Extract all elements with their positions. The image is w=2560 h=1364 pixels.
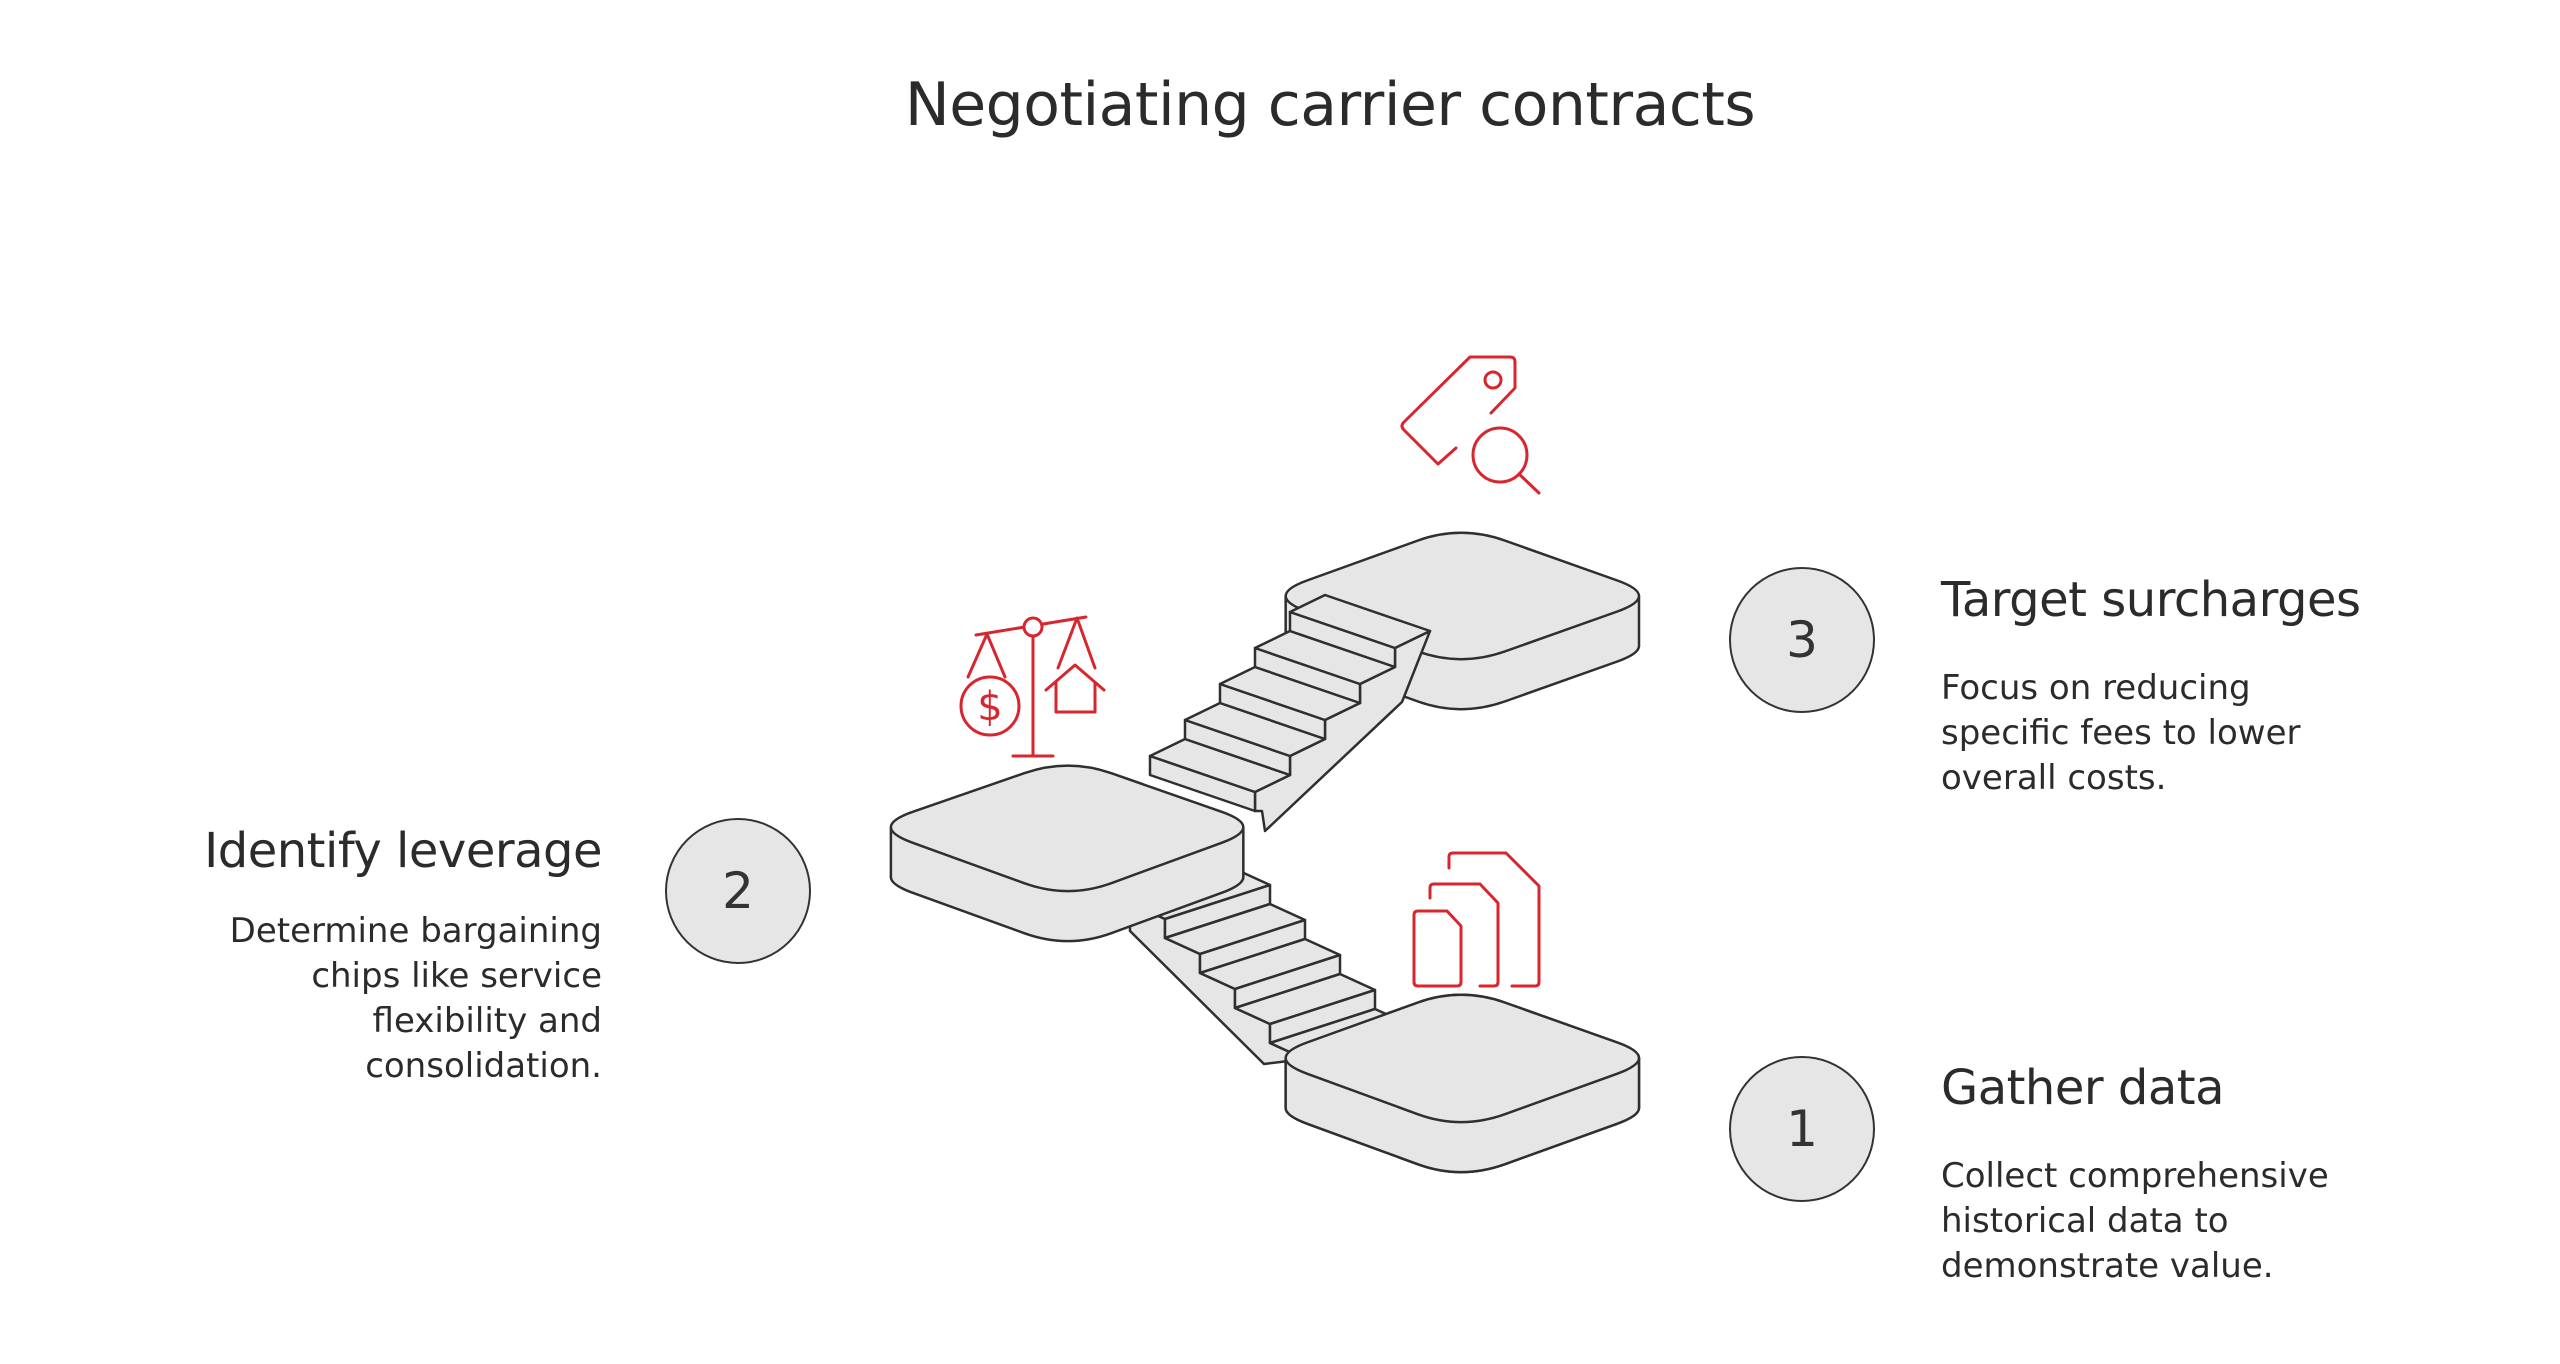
step-title: Target surcharges (1941, 572, 2361, 628)
description-line: Determine bargaining (229, 911, 602, 951)
price-tag-search-icon (1400, 355, 1541, 495)
step-number-badge: 3 (1729, 567, 1875, 713)
description-line: Collect comprehensive (1941, 1156, 2329, 1196)
step-description: Collect comprehensive historical data to… (1941, 1154, 2329, 1289)
description-line: flexibility and (372, 1001, 602, 1041)
description-line: overall costs. (1941, 758, 2167, 798)
step-title: Identify leverage (204, 823, 602, 879)
staircase (889, 531, 1641, 1174)
description-line: Focus on reducing (1941, 668, 2251, 708)
step-number-badge: 1 (1729, 1056, 1875, 1202)
platform-edge (1284, 1058, 1641, 1108)
documents-icon (1412, 851, 1541, 988)
balance-scale-icon: $ (959, 615, 1106, 758)
svg-text:$: $ (977, 684, 1002, 730)
description-line: specific fees to lower (1941, 713, 2301, 753)
step-number-badge: 2 (665, 818, 811, 964)
platform-edge (889, 827, 1245, 877)
step-title: Gather data (1941, 1060, 2225, 1116)
description-line: consolidation. (365, 1046, 602, 1086)
platform-top (1284, 993, 1640, 1124)
page-title: Negotiating carrier contracts (904, 70, 1756, 140)
step-description: Determine bargaining chips like service … (230, 909, 602, 1089)
description-line: chips like service (311, 956, 602, 996)
description-line: demonstrate value. (1941, 1246, 2274, 1286)
stair-tread (1288, 593, 1432, 650)
description-line: historical data to (1941, 1201, 2229, 1241)
platform-top (889, 764, 1245, 893)
step-description: Focus on reducing specific fees to lower… (1941, 666, 2301, 801)
